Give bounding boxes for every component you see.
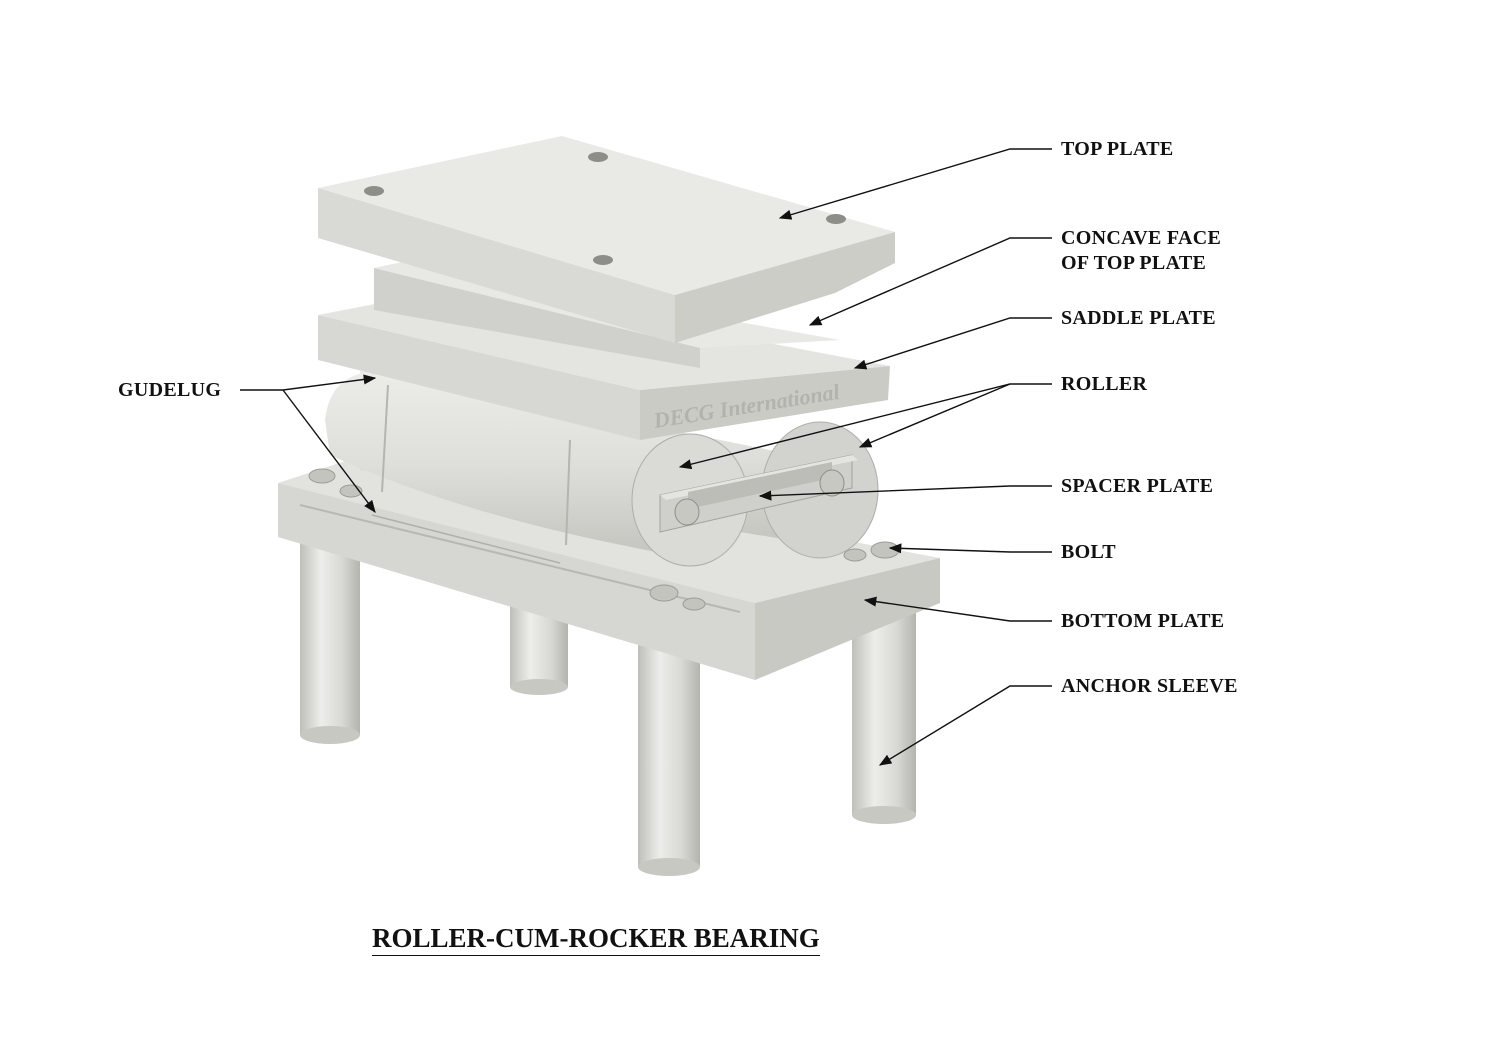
leader-bottom-plate — [863, 596, 1052, 622]
leader-spacer-plate — [758, 485, 1052, 501]
leader-lines — [240, 148, 1052, 766]
label-concave-face-line1: CONCAVE FACE — [1061, 227, 1222, 249]
label-concave-face-line2: OF TOP PLATE — [1061, 252, 1207, 274]
leader-top-plate — [778, 148, 1052, 220]
label-saddle-plate: SADDLE PLATE — [1061, 307, 1216, 329]
label-gudelug: GUDELUG — [118, 379, 222, 401]
label-bolt: BOLT — [1061, 541, 1116, 563]
label-roller: ROLLER — [1061, 373, 1148, 395]
leader-bolt — [888, 543, 1052, 554]
top-plate — [318, 136, 895, 343]
label-spacer-plate: SPACER PLATE — [1061, 475, 1214, 497]
leader-anchor-sleeve — [878, 685, 1052, 766]
leader-gudelug-2 — [282, 389, 376, 514]
leader-roller-2 — [858, 383, 1011, 448]
leader-concave-face — [808, 237, 1052, 326]
anchor-sleeves — [300, 535, 916, 876]
spacer-plate — [659, 454, 858, 533]
leader-saddle-plate — [853, 317, 1052, 370]
label-top-plate: TOP PLATE — [1061, 138, 1174, 160]
label-bottom-plate: BOTTOM PLATE — [1061, 610, 1225, 632]
label-anchor-sleeve: ANCHOR SLEEVE — [1061, 675, 1238, 697]
diagram-title: ROLLER-CUM-ROCKER BEARING — [372, 922, 820, 956]
